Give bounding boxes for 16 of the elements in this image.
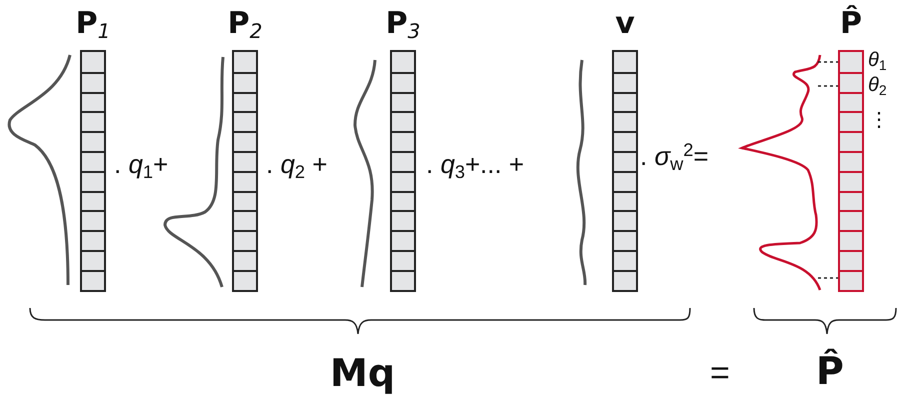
column-heading: P̂ [840,4,862,43]
equation-term: . σ$_{w}$$^{2}$= [640,140,709,172]
equation-term: . q$_{1}$+ [114,148,168,180]
matrix-symbol: P̂ [816,348,844,395]
ellipsis: ⋮ [869,108,889,133]
column-heading: v [615,5,635,43]
equals-sign: = [710,353,730,394]
equation-term: ... + [480,148,524,180]
column-heading: P$_{3}$ [386,5,420,45]
matrix-symbol: Mq [330,350,396,397]
parameter-label: θ$_{2}$ [868,73,887,98]
column-heading: P$_{2}$ [228,5,262,45]
equation-term: . q$_{3}$+ [426,148,480,180]
parameter-label: θ$_{1}$ [868,48,887,73]
column-heading: P$_{1}$ [76,5,110,45]
equation-term: . q$_{2}$ + [266,148,328,180]
